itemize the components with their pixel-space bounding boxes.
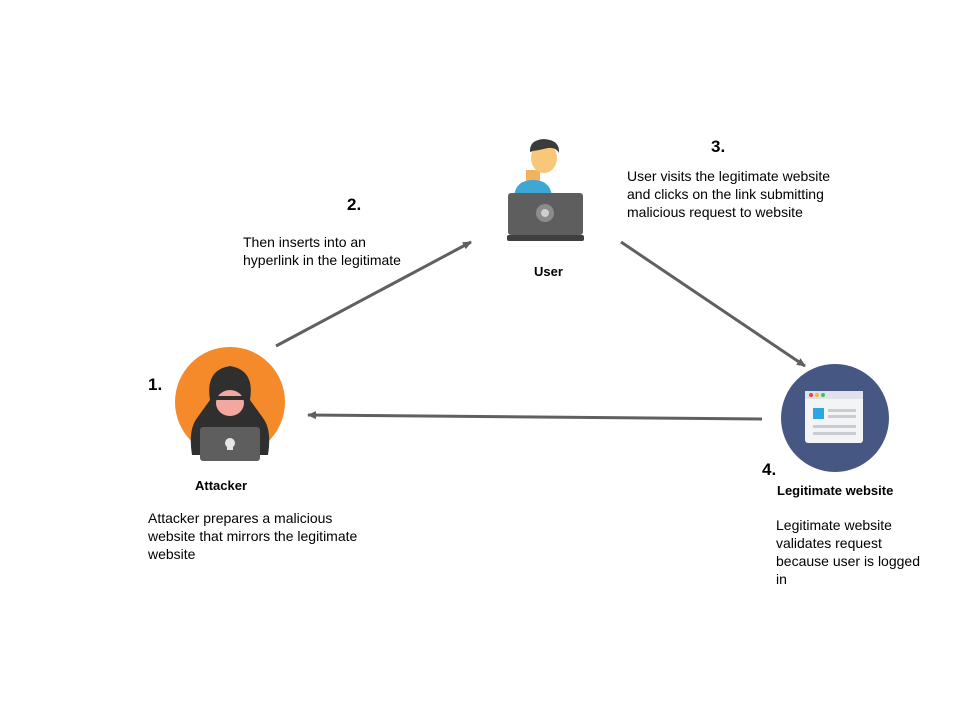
step-4-number: 4.	[762, 460, 777, 479]
arrow-website-to-attacker	[307, 411, 763, 421]
website-label: Legitimate website	[777, 483, 894, 498]
hooded-hacker-icon	[175, 347, 285, 461]
user-with-laptop-icon	[507, 139, 584, 241]
step-2-description: Then inserts into an hyperlink in the le…	[243, 234, 401, 268]
arrow-user-to-website	[620, 240, 806, 368]
user-label: User	[534, 264, 563, 279]
website-description: Legitimate website validates request bec…	[776, 517, 920, 587]
attacker-description: Attacker prepares a malicious website th…	[148, 510, 358, 562]
arrow-attacker-to-user	[275, 240, 472, 348]
attacker-label: Attacker	[195, 478, 248, 493]
step-3-number: 3.	[711, 137, 726, 156]
step-1-number: 1.	[148, 375, 163, 394]
browser-window-icon	[781, 364, 889, 472]
step-3-description: User visits the legitimate website and c…	[627, 168, 831, 220]
step-2-number: 2.	[347, 195, 362, 214]
